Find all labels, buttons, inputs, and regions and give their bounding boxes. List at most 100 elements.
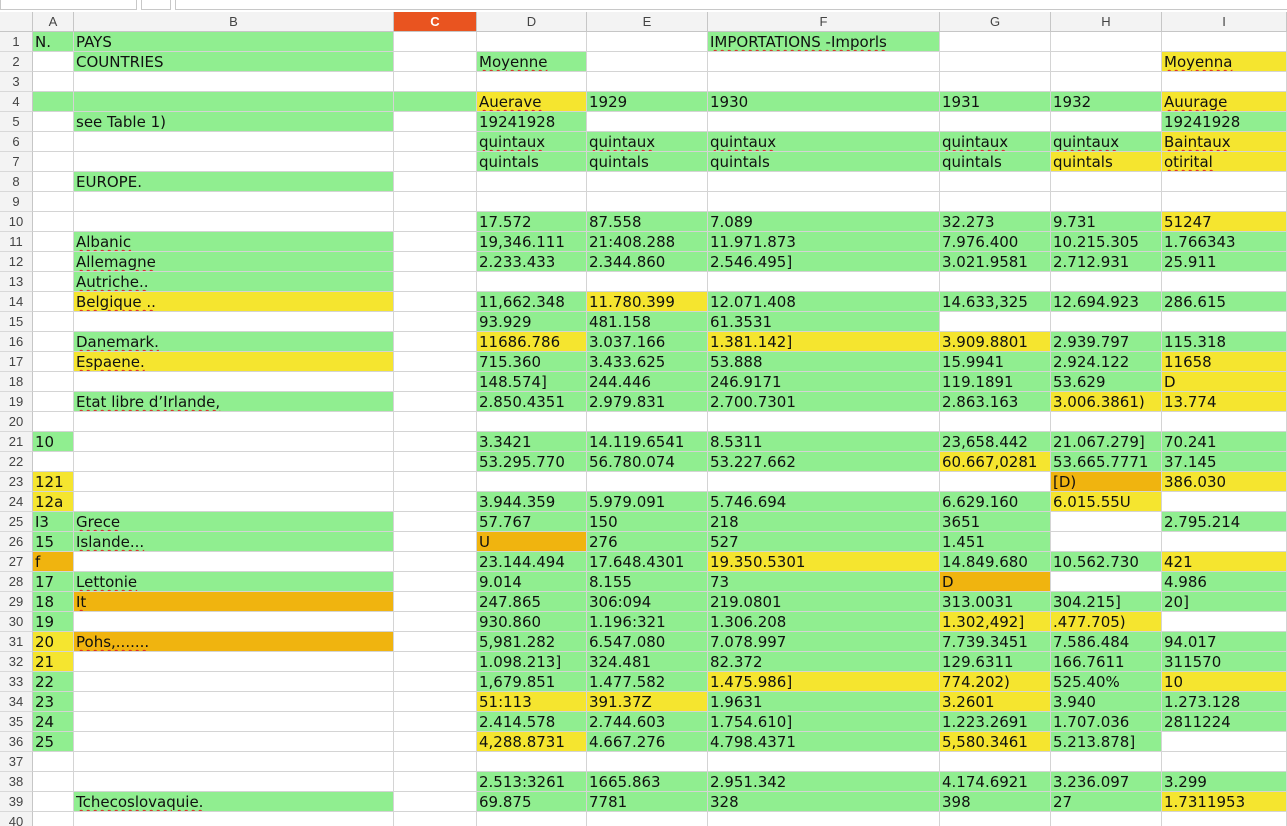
cell-i27[interactable]: 421: [1162, 552, 1287, 572]
cell-h28[interactable]: [1051, 572, 1162, 592]
cell-b38[interactable]: [74, 772, 394, 792]
cell-f3[interactable]: [708, 72, 940, 92]
row-header-25[interactable]: 25: [0, 512, 33, 532]
cell-a11[interactable]: [33, 232, 74, 252]
cell-c27[interactable]: [394, 552, 477, 572]
row-header-27[interactable]: 27: [0, 552, 33, 572]
cell-c39[interactable]: [394, 792, 477, 812]
cell-h5[interactable]: [1051, 112, 1162, 132]
cell-h14[interactable]: 12.694.923: [1051, 292, 1162, 312]
row-header-21[interactable]: 21: [0, 432, 33, 452]
cell-f4[interactable]: 1930: [708, 92, 940, 112]
cell-b20[interactable]: [74, 412, 394, 432]
cell-h12[interactable]: 2.712.931: [1051, 252, 1162, 272]
cell-d15[interactable]: 93.929: [477, 312, 587, 332]
cell-h22[interactable]: 53.665.7771: [1051, 452, 1162, 472]
cell-i18[interactable]: D: [1162, 372, 1287, 392]
cell-h26[interactable]: [1051, 532, 1162, 552]
cell-i15[interactable]: [1162, 312, 1287, 332]
cell-a8[interactable]: [33, 172, 74, 192]
cell-f21[interactable]: 8.5311: [708, 432, 940, 452]
cell-b34[interactable]: [74, 692, 394, 712]
cell-f36[interactable]: 4.798.4371: [708, 732, 940, 752]
row-header-13[interactable]: 13: [0, 272, 33, 292]
cell-b31[interactable]: Pohs,.......: [74, 632, 394, 652]
cell-b27[interactable]: [74, 552, 394, 572]
cell-b13[interactable]: Autriche..: [74, 272, 394, 292]
cell-f28[interactable]: 73: [708, 572, 940, 592]
cell-b7[interactable]: [74, 152, 394, 172]
cell-c40[interactable]: [394, 812, 477, 826]
cell-c20[interactable]: [394, 412, 477, 432]
cell-h40[interactable]: [1051, 812, 1162, 826]
row-header-6[interactable]: 6: [0, 132, 33, 152]
cell-f35[interactable]: 1.754.610]: [708, 712, 940, 732]
cell-e12[interactable]: 2.344.860: [587, 252, 708, 272]
cell-e16[interactable]: 3.037.166: [587, 332, 708, 352]
cell-b17[interactable]: Espaene.: [74, 352, 394, 372]
cell-b2[interactable]: COUNTRIES: [74, 52, 394, 72]
cell-f37[interactable]: [708, 752, 940, 772]
cell-d29[interactable]: 247.865: [477, 592, 587, 612]
column-header-f[interactable]: F: [708, 12, 940, 32]
cell-c10[interactable]: [394, 212, 477, 232]
cell-a13[interactable]: [33, 272, 74, 292]
row-header-4[interactable]: 4: [0, 92, 33, 112]
cell-h31[interactable]: 7.586.484: [1051, 632, 1162, 652]
cell-b25[interactable]: Grece: [74, 512, 394, 532]
cell-e14[interactable]: 11.780.399: [587, 292, 708, 312]
cell-a9[interactable]: [33, 192, 74, 212]
cell-a6[interactable]: [33, 132, 74, 152]
cell-c28[interactable]: [394, 572, 477, 592]
cell-g26[interactable]: 1.451: [940, 532, 1051, 552]
cell-c22[interactable]: [394, 452, 477, 472]
cell-a22[interactable]: [33, 452, 74, 472]
cell-b3[interactable]: [74, 72, 394, 92]
cell-d16[interactable]: 11686.786: [477, 332, 587, 352]
cell-a15[interactable]: [33, 312, 74, 332]
cell-a26[interactable]: 15: [33, 532, 74, 552]
cell-e39[interactable]: 7781: [587, 792, 708, 812]
cell-d35[interactable]: 2.414.578: [477, 712, 587, 732]
cell-h11[interactable]: 10.215.305: [1051, 232, 1162, 252]
cell-g27[interactable]: 14.849.680: [940, 552, 1051, 572]
cell-e31[interactable]: 6.547.080: [587, 632, 708, 652]
cell-f10[interactable]: 7.089: [708, 212, 940, 232]
cell-a23[interactable]: 121: [33, 472, 74, 492]
cell-i16[interactable]: 115.318: [1162, 332, 1287, 352]
row-header-2[interactable]: 2: [0, 52, 33, 72]
cell-d19[interactable]: 2.850.4351: [477, 392, 587, 412]
cell-e18[interactable]: 244.446: [587, 372, 708, 392]
cell-h6[interactable]: quintaux: [1051, 132, 1162, 152]
column-header-d[interactable]: D: [477, 12, 587, 32]
cell-g17[interactable]: 15.9941: [940, 352, 1051, 372]
cell-f17[interactable]: 53.888: [708, 352, 940, 372]
cell-e7[interactable]: quintals: [587, 152, 708, 172]
cell-g31[interactable]: 7.739.3451: [940, 632, 1051, 652]
cell-g20[interactable]: [940, 412, 1051, 432]
row-header-10[interactable]: 10: [0, 212, 33, 232]
cell-a5[interactable]: [33, 112, 74, 132]
cell-a16[interactable]: [33, 332, 74, 352]
cell-e28[interactable]: 8.155: [587, 572, 708, 592]
cell-f13[interactable]: [708, 272, 940, 292]
cell-h2[interactable]: [1051, 52, 1162, 72]
cell-h1[interactable]: [1051, 32, 1162, 52]
cell-g15[interactable]: [940, 312, 1051, 332]
cell-a2[interactable]: [33, 52, 74, 72]
cell-h18[interactable]: 53.629: [1051, 372, 1162, 392]
cell-c34[interactable]: [394, 692, 477, 712]
cell-h33[interactable]: 525.40%: [1051, 672, 1162, 692]
cell-e37[interactable]: [587, 752, 708, 772]
cell-f30[interactable]: 1.306.208: [708, 612, 940, 632]
cell-g19[interactable]: 2.863.163: [940, 392, 1051, 412]
cell-b15[interactable]: [74, 312, 394, 332]
column-header-c[interactable]: C: [394, 12, 477, 32]
cell-i39[interactable]: 1.7311953: [1162, 792, 1287, 812]
cell-h20[interactable]: [1051, 412, 1162, 432]
cell-h10[interactable]: 9.731: [1051, 212, 1162, 232]
cell-c12[interactable]: [394, 252, 477, 272]
cell-d5[interactable]: 19241928: [477, 112, 587, 132]
cell-f1[interactable]: IMPORTATIONS -Imporls: [708, 32, 940, 52]
